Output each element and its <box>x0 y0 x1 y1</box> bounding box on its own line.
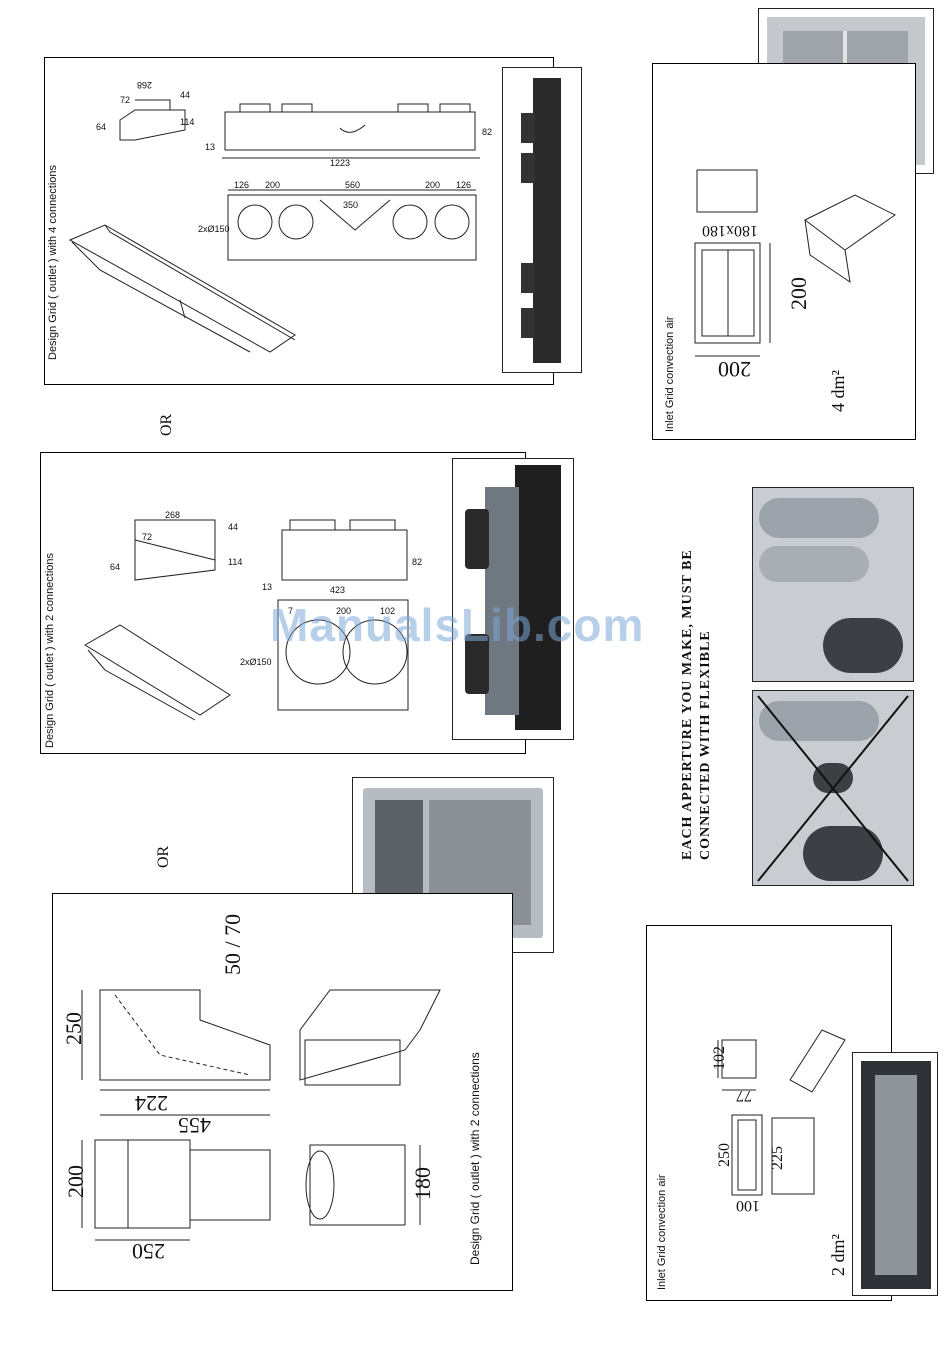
dim-114: 114 <box>180 117 194 127</box>
dim2b-455: 455 <box>178 1113 211 1138</box>
panel-grid-2-connections-b <box>52 893 513 1291</box>
photo-inlet-2 <box>852 1052 938 1296</box>
dim-inlet2-102: 102 <box>711 1046 728 1070</box>
dim-560: 560 <box>345 180 360 190</box>
dim-13: 13 <box>205 142 215 152</box>
dim-2x150: 2xØ150 <box>198 224 230 234</box>
dim-82: 82 <box>482 127 492 137</box>
dim2a-7: 7 <box>288 606 293 616</box>
dim2b-5070: 50 / 70 <box>220 914 245 975</box>
dim-inlet4-200a: 200 <box>786 277 811 310</box>
dim2b-250b: 250 <box>132 1239 165 1264</box>
dim2a-13: 13 <box>262 582 272 592</box>
panel-inlet-2 <box>646 925 892 1301</box>
dim2b-224: 224 <box>135 1091 168 1116</box>
dim2b-200: 200 <box>63 1165 88 1198</box>
dim2a-2x150: 2xØ150 <box>240 657 272 667</box>
dim2a-423: 423 <box>330 585 345 595</box>
panel-grid-2-connections-a <box>40 452 526 754</box>
dim2a-64: 64 <box>110 562 120 572</box>
dim2a-72: 72 <box>142 532 152 542</box>
dim2a-114: 114 <box>228 557 242 567</box>
dim2a-82: 82 <box>412 557 422 567</box>
dim2a-44: 44 <box>228 522 238 532</box>
dim-44: 44 <box>180 90 190 100</box>
dim-126b: 126 <box>456 180 471 190</box>
dim2b-250: 250 <box>61 1012 86 1045</box>
photo-flex-correct <box>752 487 914 682</box>
panel-inlet-4 <box>652 63 916 440</box>
dim-inlet2-77: 77 <box>736 1087 752 1104</box>
dim-200b: 200 <box>425 180 440 190</box>
watermark: ManualsLib.com <box>270 599 645 651</box>
dim-inlet2-250: 250 <box>716 1143 733 1167</box>
area-2: 2 dm² <box>828 1234 848 1276</box>
dim-72: 72 <box>120 95 130 105</box>
dim-inlet4-200b: 200 <box>718 357 751 382</box>
photo-grid-4 <box>502 67 582 373</box>
dim-350: 350 <box>343 200 358 210</box>
dim2a-268: 268 <box>165 510 180 520</box>
dim-inlet4-180x180: 180x180 <box>702 222 758 239</box>
dim-inlet2-100: 100 <box>736 1197 760 1214</box>
dim-1223: 1223 <box>330 158 350 168</box>
cross-mark-icon <box>757 695 909 882</box>
dim2b-180: 180 <box>410 1167 435 1200</box>
dim-268: 268 <box>137 80 152 90</box>
photo-grid-2a <box>452 458 574 740</box>
photo-flex-wrong <box>752 690 914 886</box>
dim2a-102: 102 <box>380 606 395 616</box>
dim-200a: 200 <box>265 180 280 190</box>
dim-64: 64 <box>96 122 106 132</box>
dim2a-200: 200 <box>336 606 351 616</box>
dim-126a: 126 <box>234 180 249 190</box>
dim-inlet2-225: 225 <box>769 1146 786 1170</box>
